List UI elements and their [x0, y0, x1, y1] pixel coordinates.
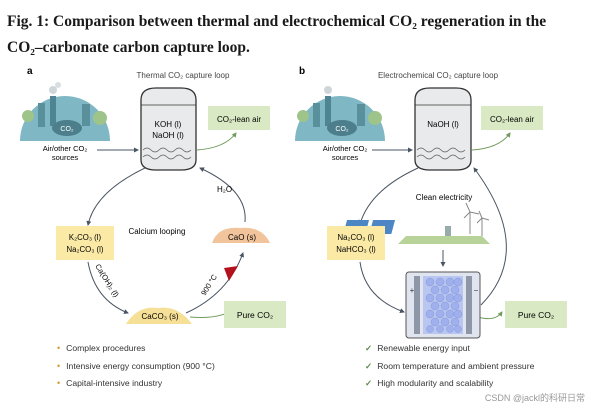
carbonate-b-line1: Na₂CO₃ (l): [338, 233, 375, 242]
caoh2-label: Ca(OH)₂ (l): [93, 262, 121, 299]
heat-icon: [224, 266, 238, 281]
arrow-carbonate-to-cell-b: [359, 261, 405, 313]
carbonate-a-line2: Na₂CO₃ (l): [67, 245, 104, 254]
bullet-item-a-2: •Intensive energy consumption (900 °C): [57, 360, 215, 371]
lean-air-box-a: [208, 106, 270, 130]
arrow-reactor-to-carbonate-a: [86, 167, 146, 226]
source-label-b-line2: sources: [332, 153, 359, 162]
carbonate-box-a: [56, 226, 114, 260]
carbonate-a-line1: K₂CO₃ (l): [69, 233, 102, 242]
arrow-cao-to-reactor-a: [199, 167, 246, 223]
bullet-dot-icon: •: [57, 343, 61, 353]
electrochemical-cell: [405, 271, 481, 339]
checkmark-icon: ✓: [365, 360, 373, 371]
caco3-label: CaCO₃ (s): [141, 312, 178, 321]
arrow-to-pure-co2-b: [477, 311, 503, 320]
panel-a-label: a: [27, 66, 33, 77]
arrow-carbonate-to-caco3-a: [87, 261, 129, 314]
pure-co2-label-a: Pure CO₂: [237, 310, 273, 320]
calcium-looping-label: Calcium looping: [129, 227, 186, 236]
co2-badge-a: CO₂: [60, 126, 74, 133]
panel-a-heading: Thermal CO₂ capture loop: [137, 71, 230, 80]
source-label-a-line2: sources: [52, 153, 79, 162]
carbonate-box-b: [327, 226, 385, 260]
source-label-b-line1: Air/other CO₂: [323, 144, 368, 153]
pure-co2-box-a: [224, 301, 286, 328]
bullet-item-a-3: •Capital-intensive industry: [57, 378, 163, 388]
arrow-cell-to-reactor-b: [473, 167, 507, 306]
arrow-reactor-to-lean-air-a: [196, 132, 237, 151]
figure-title: Fig. 1: Comparison between thermal and e…: [7, 9, 582, 61]
panel-a-bullets: •Complex procedures •Intensive energy co…: [57, 340, 215, 393]
panel-b-label: b: [299, 66, 305, 77]
checkmark-icon: ✓: [365, 343, 373, 353]
cao-label: CaO (s): [228, 233, 256, 242]
reactor-a-line2: NaOH (l): [152, 131, 184, 140]
lean-air-label-a: CO₂-lean air: [217, 115, 261, 124]
cell-plus-sign: +: [410, 286, 415, 295]
lean-air-label-b: CO₂-lean air: [490, 115, 534, 124]
source-label-a-line1: Air/other CO₂: [43, 144, 88, 153]
figure-title-line1: Fig. 1: Comparison between thermal and e…: [7, 13, 547, 30]
checkmark-icon: ✓: [365, 378, 373, 388]
pure-co2-label-b: Pure CO₂: [518, 310, 554, 320]
figure-title-line2: CO₂–carbonate carbon capture loop.: [7, 39, 250, 56]
reactor-b: [414, 87, 472, 171]
cell-minus-sign: −: [474, 286, 479, 295]
cao-pile: [212, 227, 270, 243]
bullet-item-b-1: ✓Renewable energy input: [365, 343, 470, 353]
panel-b-bullets: ✓Renewable energy input ✓Room temperatur…: [365, 340, 534, 393]
bullet-item-b-2: ✓Room temperature and ambient pressure: [365, 360, 535, 371]
lean-air-box-b: [481, 106, 543, 130]
city-source-icon: CO₂: [20, 82, 110, 141]
pure-co2-box-b: [505, 301, 567, 328]
caco3-pile: [126, 307, 192, 324]
clean-electricity-label: Clean electricity: [416, 193, 472, 202]
arrow-reactor-to-lean-air-b: [471, 132, 511, 151]
reactor-a-line1: KOH (l): [155, 120, 182, 129]
city-source-icon-b: CO₂: [295, 86, 385, 141]
bullet-dot-icon: •: [57, 378, 61, 388]
reactor-a: [140, 87, 197, 171]
water-label: H₂O: [217, 185, 232, 194]
co2-badge-b: CO₂: [335, 126, 349, 133]
watermark: CSDN @jackl的科研日常: [484, 393, 585, 403]
arrow-caco3-to-cao-a: [185, 252, 244, 314]
arrow-reactor-to-carbonate-b: [358, 167, 419, 225]
bullet-item-a-1: •Complex procedures: [57, 343, 146, 353]
carbonate-b-line2: NaHCO₃ (l): [336, 245, 376, 254]
panel-b-heading: Electrochemical CO₂ capture loop: [378, 71, 499, 80]
bullet-dot-icon: •: [57, 360, 61, 371]
reactor-b-label: NaOH (l): [427, 120, 459, 129]
bullet-item-b-3: ✓High modularity and scalability: [365, 378, 494, 388]
